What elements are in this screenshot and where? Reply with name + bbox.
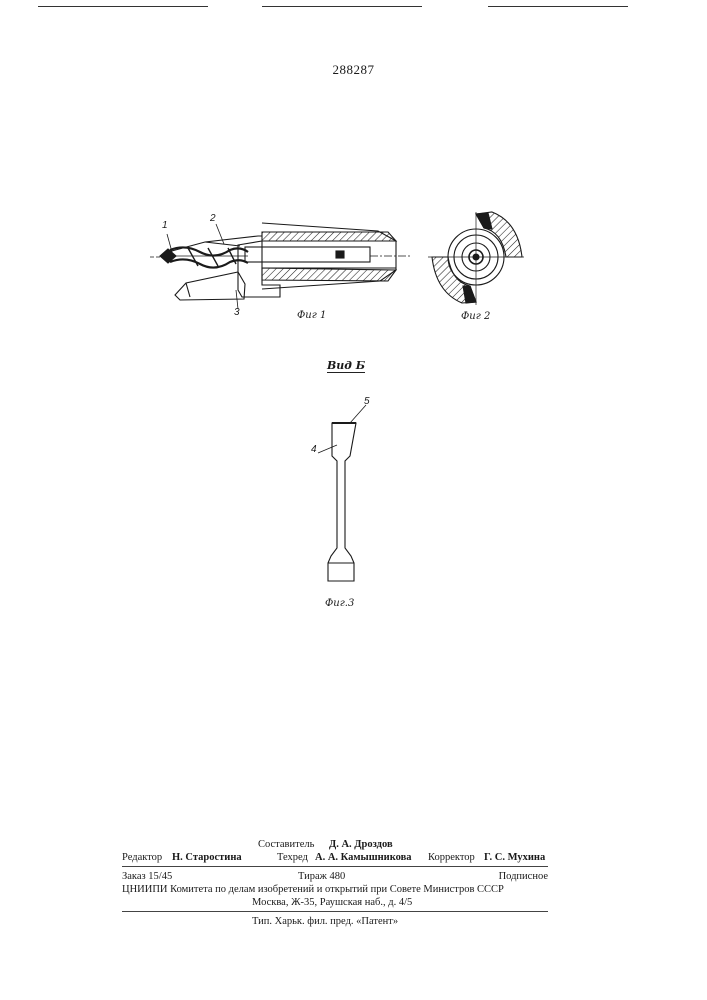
editor-label: Редактор	[122, 851, 162, 864]
printer-row: Тип. Харьк. фил. пред. «Патент»	[122, 915, 548, 928]
part-label-2: 2	[210, 213, 216, 224]
sleeve-lower-wall	[262, 268, 396, 281]
order-row: Заказ 15/45 Тираж 480 Подписное	[122, 870, 548, 883]
figure-3-caption: Фиг.3	[325, 598, 354, 609]
corrector-label: Корректор	[428, 851, 475, 864]
circulation: Тираж 480	[298, 870, 345, 883]
subscription: Подписное	[499, 870, 548, 883]
institute: ЦНИИПИ Комитета по делам изобретений и о…	[122, 883, 504, 896]
techred-name: А. А. Камышникова	[315, 851, 412, 864]
figure-2-drawing	[428, 212, 524, 305]
compiler-label: Составитель	[258, 838, 314, 851]
institute-row: ЦНИИПИ Комитета по делам изобретений и о…	[122, 883, 548, 896]
editor-name: Н. Старостина	[172, 851, 242, 864]
figure-1-drawing	[150, 223, 410, 309]
part-label-5: 5	[364, 396, 370, 407]
sleeve-upper-wall	[262, 232, 396, 241]
figure-1-caption: Фиг 1	[297, 310, 326, 321]
address-row: Москва, Ж-35, Раушская наб., д. 4/5	[122, 896, 548, 909]
figure-2-caption: Фиг 2	[461, 311, 490, 322]
corrector-name: Г. С. Мухина	[484, 851, 545, 864]
compiler-row: Составитель Д. А. Дроздов	[122, 838, 548, 851]
colophon-divider-top	[122, 866, 548, 867]
editors-row: Редактор Н. Старостина Техред А. А. Камы…	[122, 851, 548, 864]
printer: Тип. Харьк. фил. пред. «Патент»	[252, 915, 398, 928]
guide-shoe	[175, 272, 245, 300]
compiler-name: Д. А. Дроздов	[329, 838, 393, 851]
figure-3-drawing	[318, 405, 366, 581]
drill-shank	[245, 247, 370, 262]
colophon-divider-bottom	[122, 911, 548, 912]
part-label-3: 3	[234, 307, 240, 318]
techred-label: Техред	[277, 851, 308, 864]
address: Москва, Ж-35, Раушская наб., д. 4/5	[252, 896, 412, 909]
view-b-title: Вид Б	[327, 360, 365, 373]
order-number: Заказ 15/45	[122, 870, 172, 883]
part-label-1: 1	[162, 220, 168, 231]
colophon: Составитель Д. А. Дроздов Редактор Н. Ст…	[122, 838, 548, 928]
part-label-4: 4	[311, 444, 317, 455]
